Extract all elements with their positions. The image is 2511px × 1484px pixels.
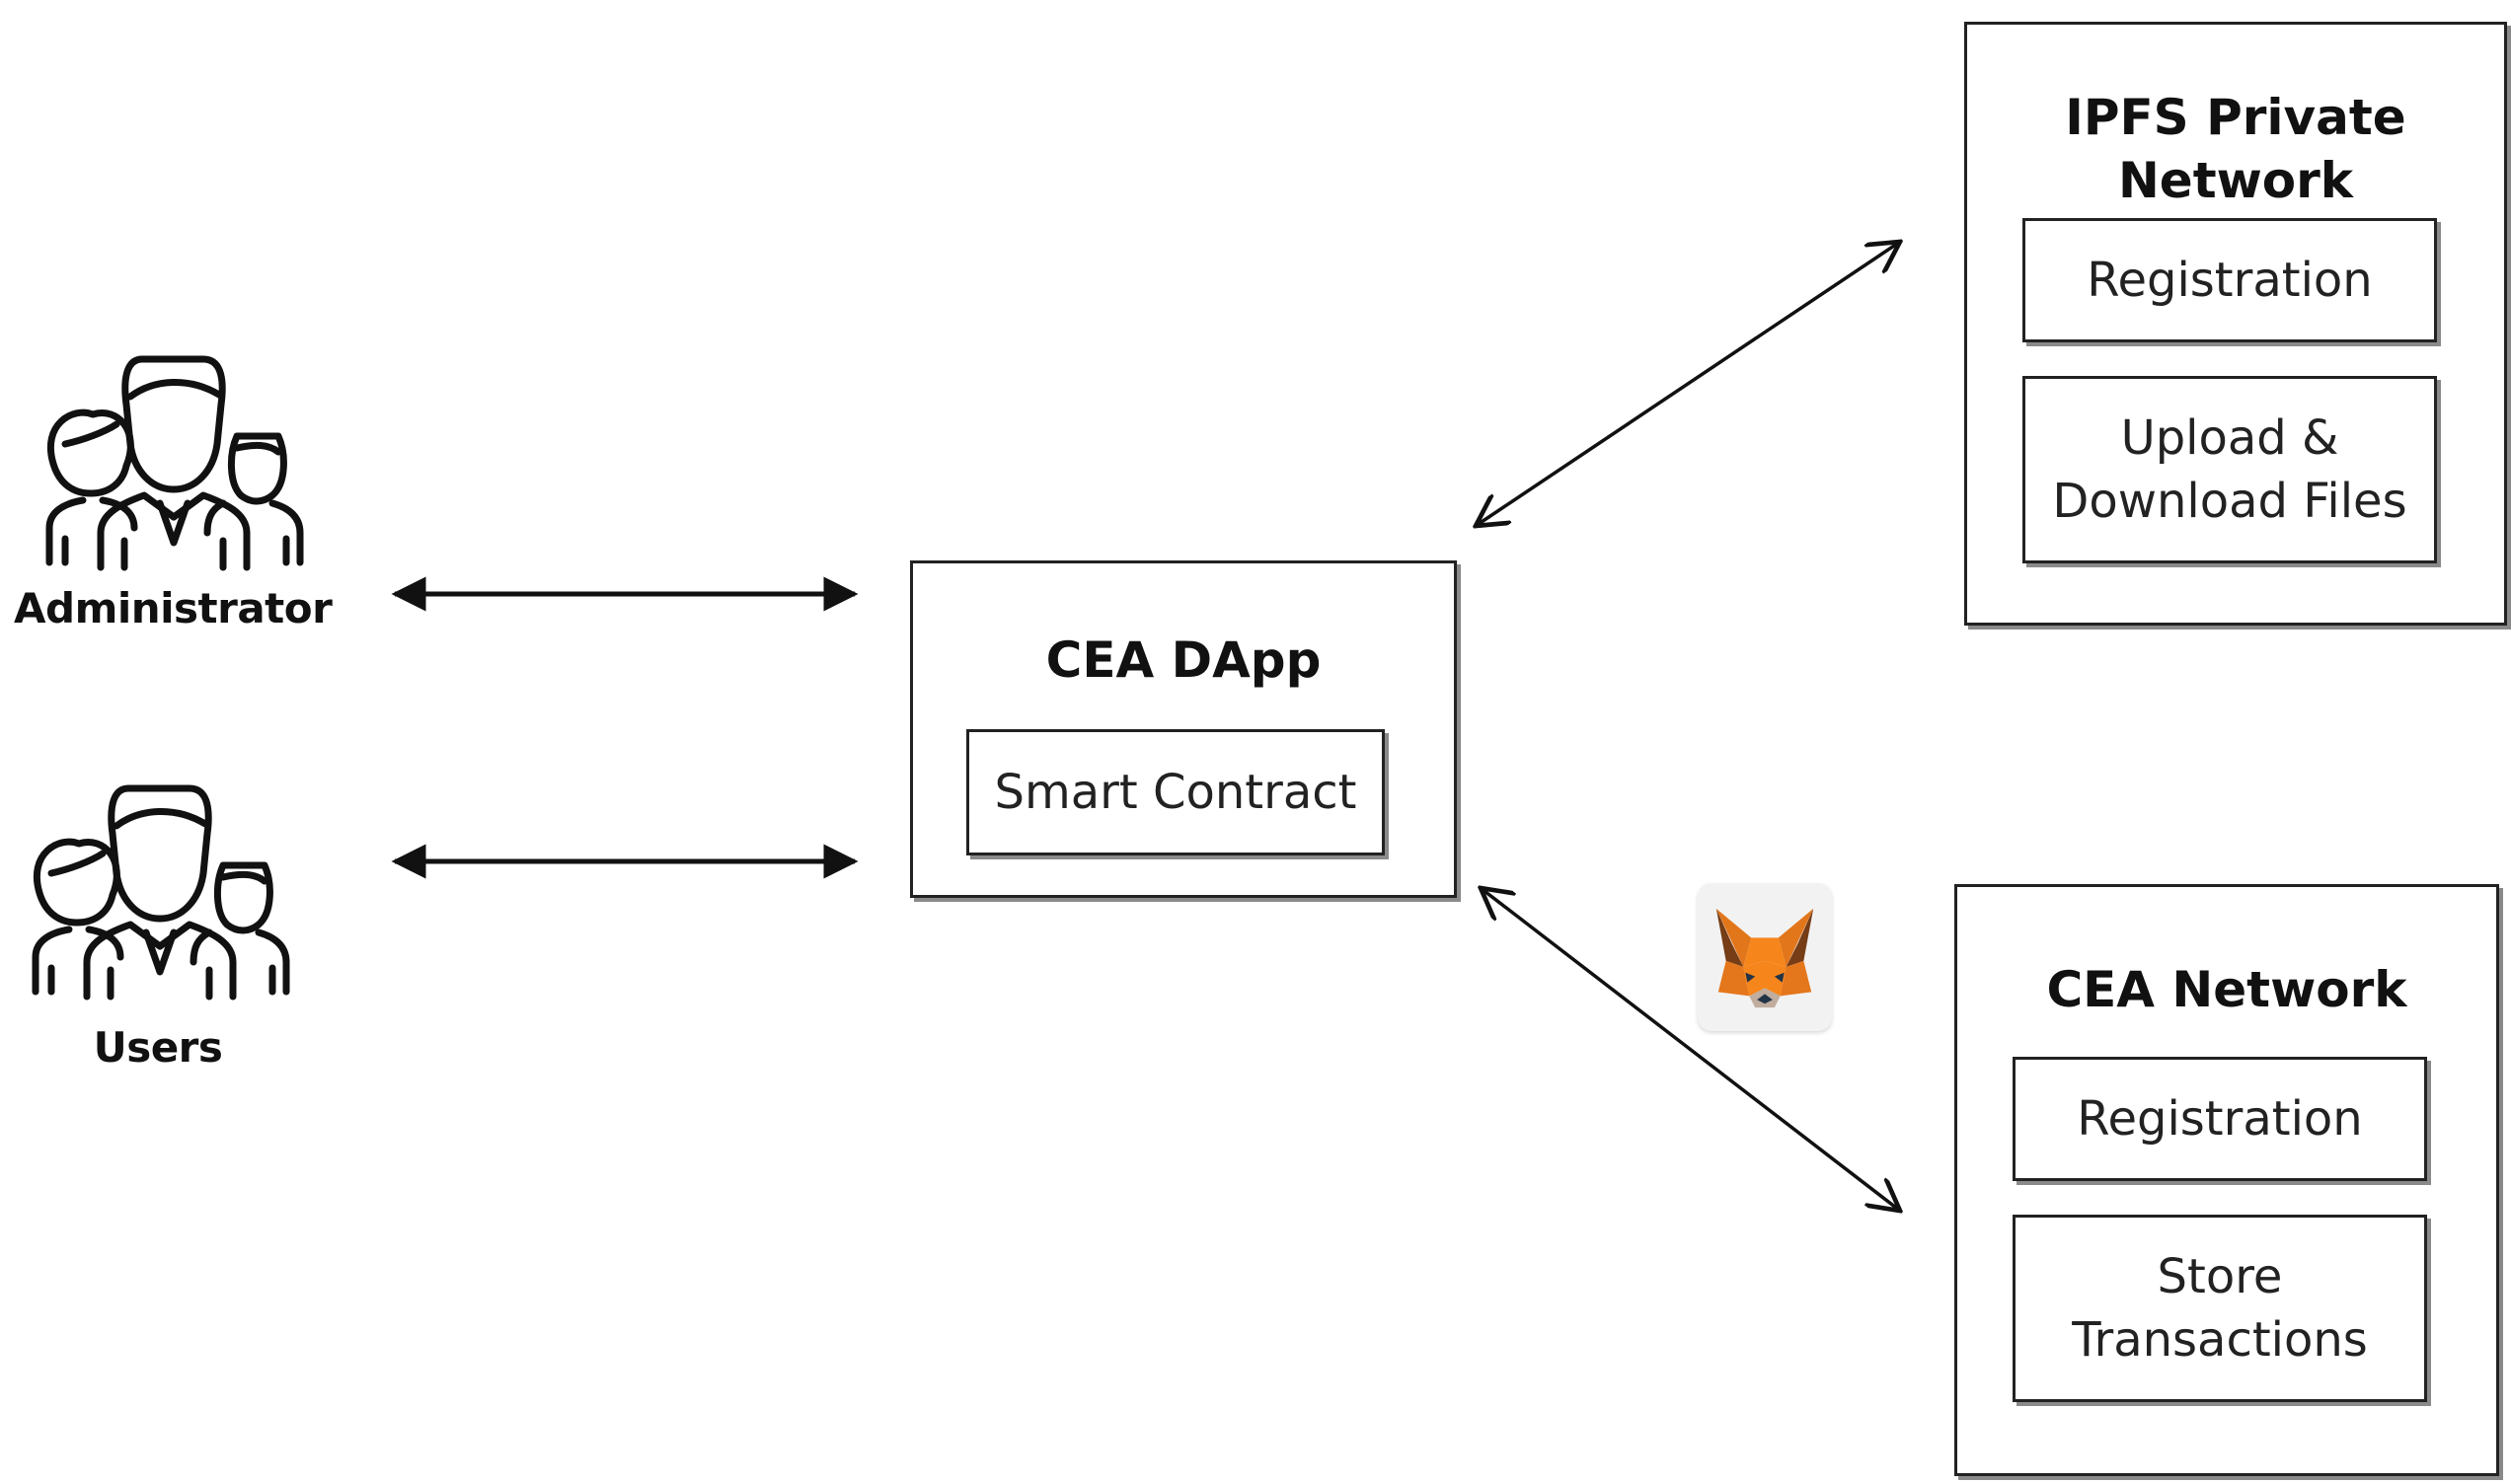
ipfs-private-network-box: IPFS Private Network Registration Upload… [1964, 22, 2507, 626]
metamask-fox-tile [1698, 883, 1832, 1031]
cea-registration-box: Registration [2013, 1057, 2427, 1181]
dapp-ipfs-arrow [1476, 242, 1900, 526]
ipfs-registration-label: Registration [2087, 253, 2373, 308]
users-actor: Users [0, 775, 316, 1090]
cea-dapp-title: CEA DApp [1045, 631, 1322, 689]
smart-contract-label: Smart Contract [994, 765, 1357, 820]
ipfs-title: IPFS Private Network [2065, 89, 2406, 209]
cea-network-box: CEA Network Registration Store Transacti… [1954, 884, 2499, 1476]
users-label: Users [93, 1023, 223, 1072]
administrator-label: Administrator [14, 584, 333, 632]
smart-contract-box: Smart Contract [966, 729, 1385, 855]
upload-download-label: Upload & Download Files [2052, 410, 2407, 529]
ipfs-registration-box: Registration [2022, 218, 2437, 342]
cea-registration-label: Registration [2077, 1091, 2363, 1147]
upload-download-box: Upload & Download Files [2022, 376, 2437, 563]
user-group-icon [45, 355, 304, 571]
user-group-icon [32, 784, 290, 1001]
cea-dapp-box: CEA DApp Smart Contract [910, 560, 1457, 898]
store-transactions-label: Store Transactions [2072, 1249, 2368, 1368]
metamask-fox-icon [1715, 908, 1814, 1008]
cea-network-title: CEA Network [2046, 961, 2407, 1018]
dapp-cea-network-arrow [1481, 888, 1900, 1211]
administrator-actor: Administrator [14, 345, 333, 661]
store-transactions-box: Store Transactions [2013, 1215, 2427, 1402]
